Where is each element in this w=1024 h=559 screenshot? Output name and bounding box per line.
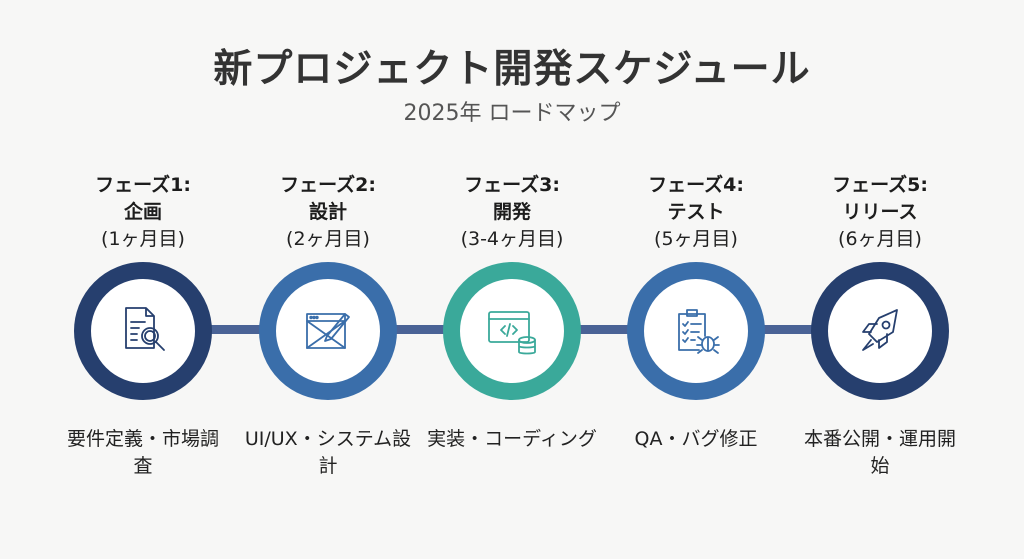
- rocket-icon: [862, 309, 898, 351]
- phase-header-2: フェーズ2: 設計 (2ヶ月目): [238, 172, 418, 253]
- phase-name: 設計: [308, 201, 347, 223]
- phase-circle-4: [627, 262, 765, 400]
- phase-period: (5ヶ月目): [654, 228, 738, 250]
- phase-circle-5: [811, 262, 949, 400]
- phase-circle-2: [259, 262, 397, 400]
- phase-label: フェーズ5:: [832, 174, 928, 196]
- code-database-icon: [488, 311, 536, 355]
- phase-name: 開発: [492, 201, 531, 223]
- phase-description: UI/UX・システム設計: [244, 428, 412, 477]
- phase-header-3: フェーズ3: 開発 (3-4ヶ月目): [422, 172, 602, 253]
- phase-description: 本番公開・運用開始: [803, 428, 956, 477]
- phase-period: (2ヶ月目): [286, 228, 370, 250]
- phase-header-5: フェーズ5: リリース (6ヶ月目): [790, 172, 970, 253]
- phase-circle-1: [74, 262, 212, 400]
- phase-header-4: フェーズ4: テスト (5ヶ月目): [606, 172, 786, 253]
- phase-period: (1ヶ月目): [101, 228, 185, 250]
- clipboard-bug-icon: [678, 309, 720, 354]
- phase-name: テスト: [667, 201, 725, 223]
- phase-circle-3: [443, 262, 581, 400]
- document-search-icon: [125, 307, 165, 351]
- phase-name: 企画: [123, 201, 162, 223]
- phase-name: リリース: [842, 201, 918, 223]
- page-subtitle: 2025年 ロードマップ: [403, 101, 621, 126]
- phase-period: (3-4ヶ月目): [460, 228, 564, 250]
- page-title: 新プロジェクト開発スケジュール: [213, 47, 811, 92]
- phase-header-1: フェーズ1: 企画 (1ヶ月目): [53, 172, 233, 253]
- phase-description: QA・バグ修正: [634, 428, 758, 450]
- phase-description: 要件定義・市場調査: [66, 428, 219, 477]
- phase-label: フェーズ4:: [648, 174, 744, 196]
- phase-period: (6ヶ月目): [838, 228, 922, 250]
- phase-label: フェーズ3:: [464, 174, 560, 196]
- phase-label: フェーズ1:: [95, 174, 191, 196]
- wireframe-pencil-icon: [306, 313, 350, 349]
- phase-label: フェーズ2:: [280, 174, 376, 196]
- phase-description: 実装・コーディング: [427, 428, 597, 450]
